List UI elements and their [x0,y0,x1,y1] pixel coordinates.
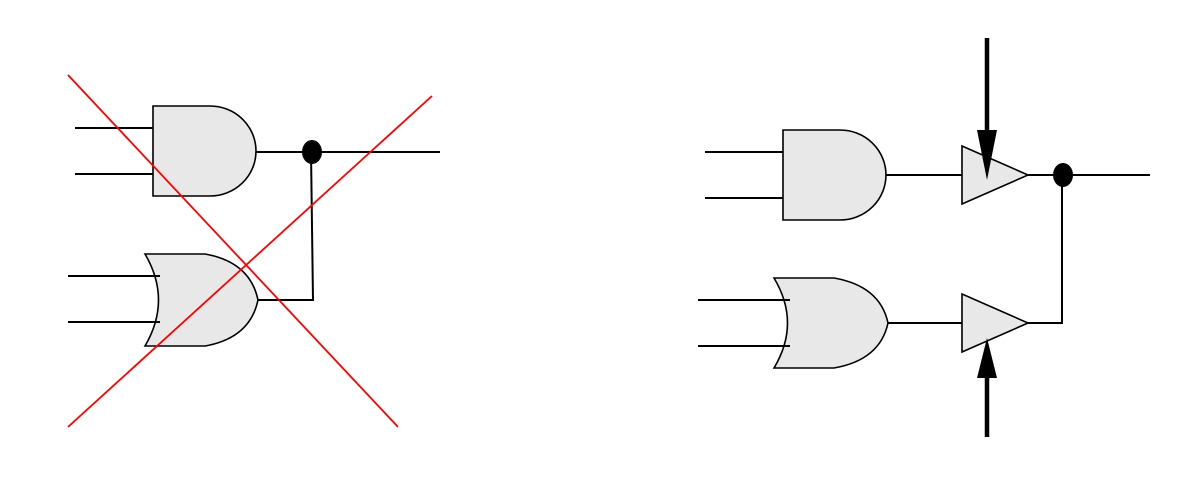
tristate-buffer-bottom [961,292,1030,354]
enable-arrow-down [977,38,997,180]
invalid-wired-connection [67,74,440,428]
or-gate-right [772,277,889,369]
buffer-bottom-output-wire [1028,175,1063,324]
enable-arrow-up [977,338,997,437]
and-gate-right [782,129,887,221]
tristate-buffer-top [961,144,1030,206]
tristate-bus-connection [698,38,1150,437]
cross-out-mark [67,74,433,428]
and-gate-left [152,105,257,197]
or-gate-left [143,253,259,347]
or-output-wire [258,151,315,301]
junction-dot-right [1053,163,1073,187]
junction-dot-left [302,140,322,164]
